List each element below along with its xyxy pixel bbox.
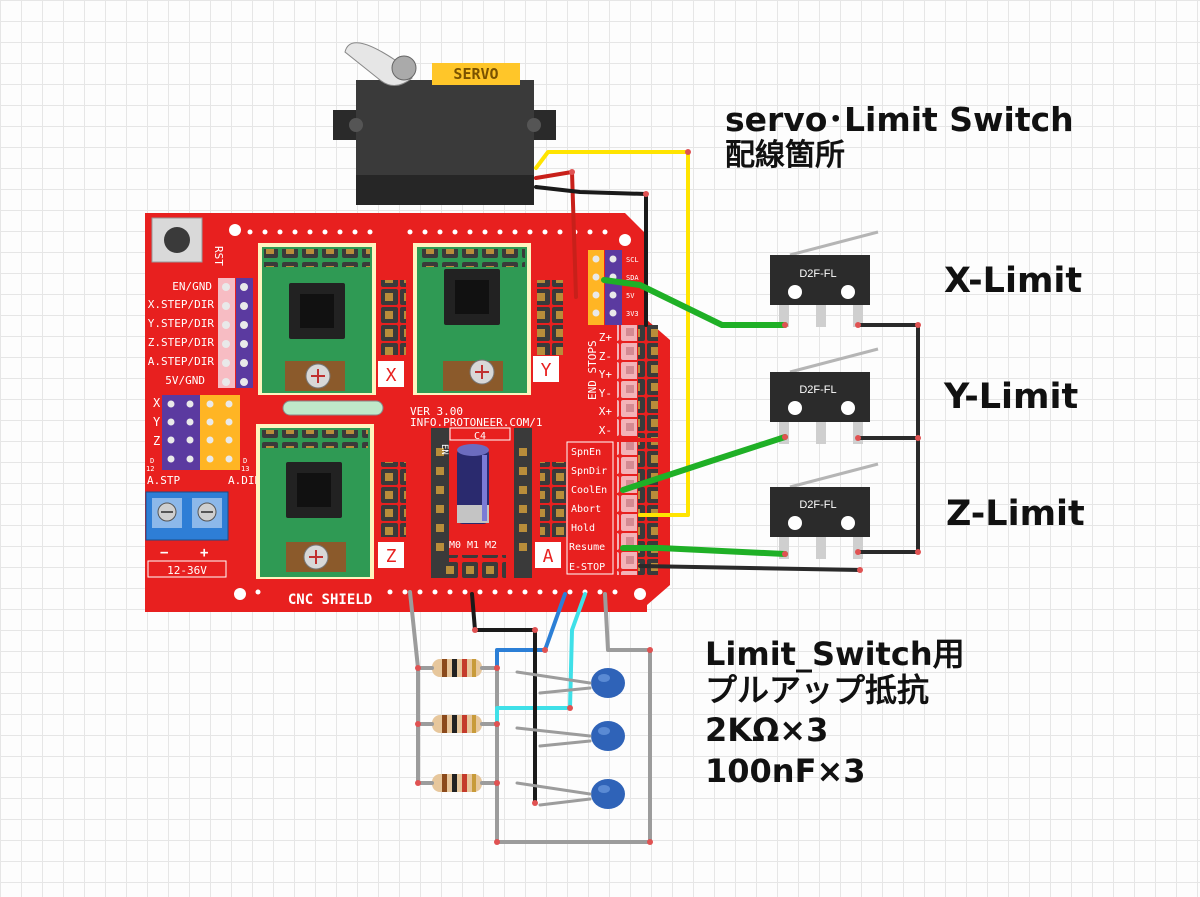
m1-label: M1 — [467, 540, 479, 551]
servo-limit-title-line1: servo･Limit Switch — [725, 100, 1074, 139]
pin-estop: E-STOP — [569, 562, 605, 573]
left-pin-header — [218, 278, 253, 388]
wire-gray-left — [408, 590, 420, 785]
power-plus-label: + — [200, 545, 208, 561]
pin-resume: Resume — [569, 542, 605, 553]
a-axis-jumper-block — [162, 395, 240, 470]
bulk-capacitor — [457, 444, 489, 524]
pin-scl: SCL — [626, 256, 639, 264]
url-label: INFO.PROTONEER.COM/1 — [410, 416, 542, 429]
cnc-shield-board: RST EN/GND X.STEP/DIR Y.STEP/DIR Z.STEP/… — [145, 213, 670, 612]
d12-label-b: 12 — [146, 465, 154, 473]
a-dir-label: A.DIR — [228, 474, 261, 487]
driver-a-slot — [431, 428, 566, 581]
switch-x-model: D2F-FL — [799, 268, 836, 280]
rst-label: RST — [212, 246, 225, 266]
version-label: VER 3.00 — [410, 405, 463, 418]
control-pin-header — [566, 441, 658, 575]
servo-limit-title-line2: 配線箇所 — [725, 137, 845, 173]
switch-y-model: D2F-FL — [799, 384, 836, 396]
y-limit-label: Y-Limit — [944, 377, 1079, 417]
switch-z-model: D2F-FL — [799, 499, 836, 511]
servo-motor: SERVO — [333, 42, 556, 205]
pullup-note: Limit_Switch用 プルアップ抵抗 2KΩ×3 100nF×3 — [705, 635, 965, 791]
pullup-note-line2: プルアップ抵抗 — [705, 670, 930, 709]
jumper-y-label: Y — [153, 415, 161, 429]
capacitor-2 — [591, 721, 625, 751]
power-terminal — [145, 491, 229, 541]
limit-pin-header — [617, 325, 658, 438]
pullup-note-line3: 2KΩ×3 — [705, 710, 829, 749]
pin-3v3: 3V3 — [626, 310, 639, 318]
axis-z-letter: Z — [386, 546, 397, 567]
limit-switch-x: D2F-FL — [770, 230, 879, 327]
x-limit-label: X-Limit — [944, 261, 1083, 301]
x-step-dir-label: X.STEP/DIR — [148, 298, 215, 311]
end-stops-label: END STOPS — [586, 340, 599, 400]
pullup-note-line4: 100nF×3 — [705, 752, 866, 791]
axis-a-letter: A — [543, 546, 554, 567]
pin-abort: Abort — [571, 504, 601, 515]
c4-label: C4 — [474, 431, 486, 442]
z-step-dir-label: Z.STEP/DIR — [148, 336, 215, 349]
d13-label-b: 13 — [241, 465, 249, 473]
wire-black-rail — [470, 592, 537, 805]
pin-hold: Hold — [571, 523, 595, 534]
pin-z-minus: Z- — [599, 350, 612, 363]
pullup-resistor-1 — [432, 659, 482, 677]
wire-cyan — [495, 592, 587, 726]
axis-x-letter: X — [386, 365, 397, 386]
y-step-dir-label: Y.STEP/DIR — [148, 317, 215, 330]
d13-label-a: D — [243, 457, 247, 465]
pin-coolen: CoolEn — [571, 485, 607, 496]
driver-y — [413, 243, 563, 395]
a-step-dir-label: A.STEP/DIR — [148, 355, 215, 368]
en-gnd-label: EN/GND — [172, 280, 212, 293]
z-limit-label: Z-Limit — [946, 494, 1085, 534]
wire-black-estop — [638, 564, 862, 572]
capacitor-1 — [591, 668, 625, 698]
i2c-header — [588, 250, 622, 325]
pin-5v: 5V — [626, 292, 635, 300]
pin-y-minus: Y- — [599, 387, 612, 400]
pullup-note-line1: Limit_Switch用 — [705, 635, 965, 673]
wire-green-z — [620, 545, 788, 557]
wire-green-y — [620, 434, 788, 493]
d12-label-a: D — [150, 457, 154, 465]
servo-label-plate — [432, 63, 520, 85]
servo-label: SERVO — [453, 65, 498, 83]
pin-sda: SDA — [626, 274, 639, 282]
limit-switch-y: D2F-FL — [770, 347, 879, 444]
limit-switch-z: D2F-FL — [770, 462, 879, 559]
axis-y-letter: Y — [541, 360, 552, 381]
jumper-z-label: Z — [153, 434, 160, 448]
a-step-label: A.STP — [147, 474, 180, 487]
servo-wire-black — [534, 185, 648, 327]
resonator — [282, 400, 384, 416]
pin-x-plus: X+ — [599, 405, 613, 418]
junction-points — [415, 149, 921, 845]
pin-y-plus: Y+ — [599, 368, 613, 381]
m0-label: M0 — [449, 540, 461, 551]
power-minus-label: − — [160, 545, 168, 561]
driver-x — [258, 243, 406, 395]
jumper-x-label: X — [153, 396, 161, 410]
driver-z — [256, 424, 406, 579]
servo-limit-title: servo･Limit Switch 配線箇所 — [725, 100, 1074, 173]
pin-spndir: SpnDir — [571, 466, 607, 477]
voltage-label: 12-36V — [167, 564, 207, 577]
capacitor-3 — [591, 779, 625, 809]
pullup-resistor-2 — [432, 715, 482, 733]
pin-z-plus: Z+ — [599, 331, 613, 344]
m2-label: M2 — [485, 540, 497, 551]
board-title: CNC SHIELD — [288, 592, 372, 608]
pin-x-minus: X- — [599, 424, 612, 437]
wire-blue — [495, 592, 567, 670]
5v-gnd-label: 5V/GND — [165, 374, 205, 387]
pullup-resistor-3 — [432, 774, 482, 792]
pin-spnen: SpnEn — [571, 447, 601, 458]
wire-green-x — [601, 277, 788, 328]
en-small-label: EN — [439, 444, 449, 455]
